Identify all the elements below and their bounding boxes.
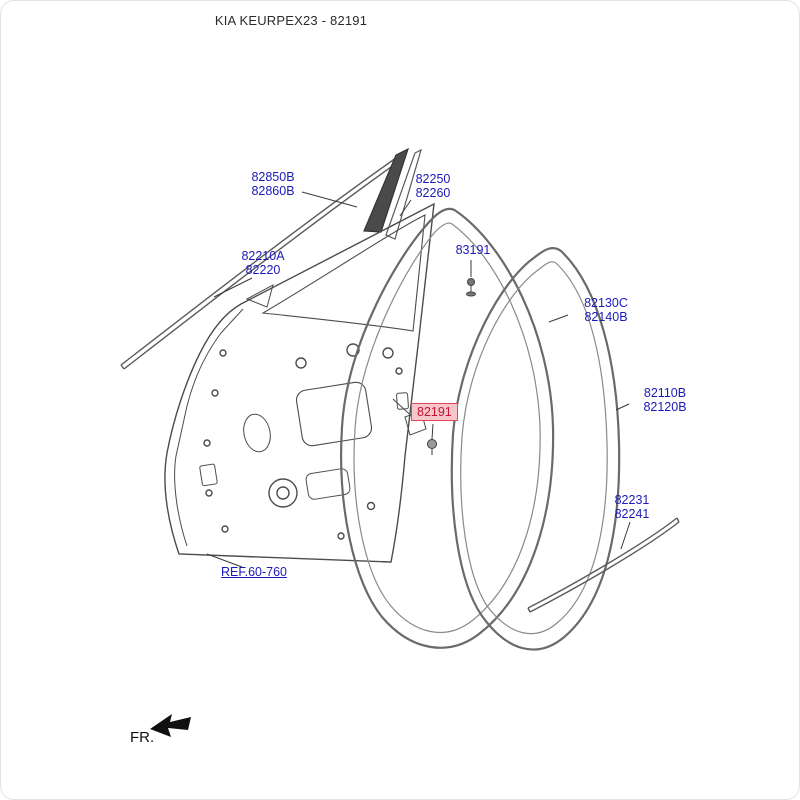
- highlighted-part-label[interactable]: 82191: [411, 403, 458, 421]
- part-number[interactable]: 82210A: [241, 249, 285, 263]
- part-number[interactable]: 82260: [415, 185, 451, 200]
- part-number[interactable]: 82120B: [643, 399, 687, 414]
- part-label-front-door-frame-garnish[interactable]: 82850B 82860B: [233, 170, 313, 198]
- door-panel-drawing: [164, 202, 435, 563]
- part-number[interactable]: 82250: [415, 172, 451, 186]
- clip-drawing: [466, 278, 476, 297]
- page-title: KIA KEURPEX23 - 82191: [214, 13, 368, 28]
- weatherstrip-outer-drawing: [450, 247, 621, 651]
- part-number[interactable]: 83191: [455, 243, 491, 257]
- part-number[interactable]: 82140B: [584, 309, 628, 324]
- ref-link[interactable]: REF.60-760: [221, 565, 288, 579]
- part-label-door-side-molding[interactable]: 82231 82241: [597, 493, 667, 521]
- weatherstrip-inner-drawing: [340, 207, 555, 649]
- pillar-garnish-drawing: [363, 147, 422, 240]
- part-label-roof-rail-molding[interactable]: 82210A 82220: [223, 249, 303, 277]
- leader-lines: [206, 191, 631, 568]
- part-number[interactable]: 82231: [614, 493, 650, 507]
- part-label-door-body-weatherstrip[interactable]: 82110B 82120B: [623, 386, 707, 414]
- side-molding-drawing: [527, 517, 680, 613]
- part-number[interactable]: 82241: [614, 506, 650, 521]
- part-number[interactable]: 82220: [245, 262, 281, 277]
- part-label-door-side-weatherstrip[interactable]: 82130C 82140B: [565, 296, 647, 324]
- part-number[interactable]: 82130C: [584, 296, 628, 310]
- bolt-drawing: [427, 439, 437, 455]
- part-number[interactable]: 82110B: [643, 386, 687, 400]
- part-label-front-door-frame-molding[interactable]: 82250 82260: [397, 172, 469, 200]
- part-number[interactable]: 82860B: [251, 183, 295, 198]
- part-label-clip[interactable]: 83191: [445, 243, 501, 258]
- fr-arrow-icon: [150, 714, 191, 737]
- part-number[interactable]: 82850B: [251, 170, 295, 184]
- fr-label: FR.: [130, 729, 155, 746]
